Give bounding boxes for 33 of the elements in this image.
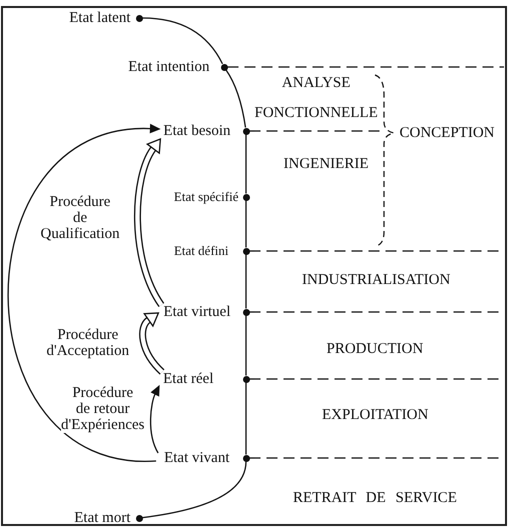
- connector-line: [245, 254, 247, 308]
- phase-label: INDUSTRIALISATION: [302, 272, 450, 288]
- phase-label: INGENIERIE: [284, 156, 368, 172]
- state-label: Etat réel: [163, 371, 214, 387]
- connector-line: [245, 134, 247, 194]
- phase-label: PRODUCTION: [326, 341, 424, 357]
- state-label: Etat intention: [128, 59, 210, 75]
- arrow: [8, 124, 161, 462]
- edge-label: Procédure de Qualification: [40, 194, 120, 242]
- connector-line: [245, 316, 247, 376]
- state-label: Etat besoin: [163, 123, 230, 139]
- state-label: Etat mort: [74, 510, 130, 526]
- dashed-line: [228, 66, 504, 68]
- phase-label: EXPLOITATION: [322, 407, 428, 423]
- phase-label: ANALYSE FONCTIONNELLE: [254, 74, 378, 123]
- edge-label: Procédure d'Acceptation: [46, 327, 130, 359]
- state-label: Etat spécifié: [174, 190, 238, 204]
- edge-label: Procédure de retour d'Expériences: [61, 385, 144, 433]
- dashed-line: [250, 130, 382, 132]
- connector-line: [245, 200, 247, 248]
- hollow-arrow: [139, 312, 165, 374]
- phase-label: RETRAIT DE SERVICE: [293, 490, 457, 506]
- state-label: Etat virtuel: [163, 304, 230, 320]
- arrow: [150, 384, 160, 454]
- state-label: Etat défini: [174, 244, 228, 258]
- connector-line: [225, 70, 246, 128]
- state-label: Etat vivant: [164, 450, 230, 466]
- state-label: Etat latent: [69, 10, 130, 26]
- hollow-arrow: [134, 138, 164, 307]
- connector-line: [245, 382, 247, 454]
- phase-label: CONCEPTION: [400, 125, 495, 141]
- connector-line: [142, 461, 247, 518]
- connector-line: [142, 17, 224, 64]
